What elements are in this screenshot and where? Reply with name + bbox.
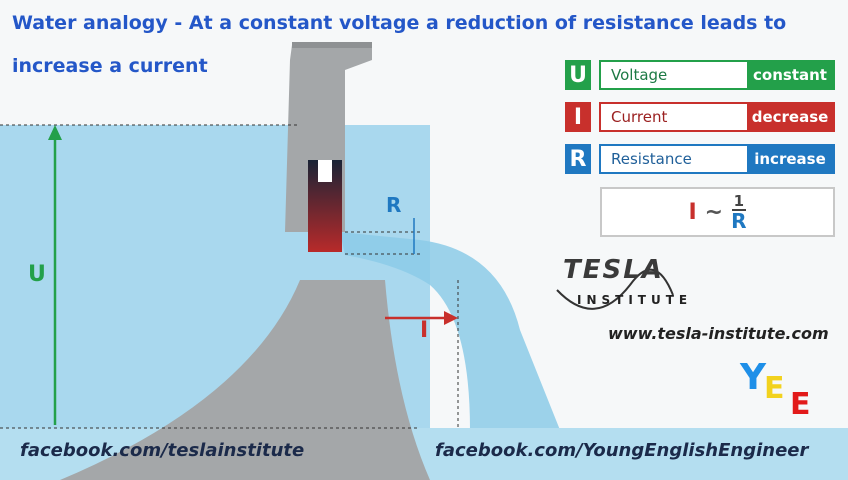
legend-symbol: I (565, 102, 591, 132)
water-stream (340, 232, 560, 430)
formula-op: ~ (704, 199, 724, 225)
logo-institute: INSTITUTE (577, 293, 693, 307)
formula-numerator: 1 (731, 191, 747, 211)
resistance-label: R (386, 193, 402, 217)
voltage-label: U (28, 262, 46, 287)
legend-state: constant (747, 62, 833, 88)
title-line-2: increase a current (12, 55, 208, 77)
current-label: I (420, 318, 429, 343)
legend-label: Current (611, 108, 668, 126)
title-line-1: Water analogy - At a constant voltage a … (12, 12, 787, 34)
dam-tower (285, 45, 372, 232)
legend-symbol: R (565, 144, 591, 174)
dam-base (60, 280, 430, 480)
legend-voltage: U Voltage constant (565, 60, 835, 90)
facebook-link-yee[interactable]: facebook.com/YoungEnglishEngineer (435, 440, 809, 461)
legend-state: decrease (747, 104, 833, 130)
formula-current: I (688, 199, 697, 225)
formula-denominator: R (731, 208, 747, 233)
tesla-logo: TESLA INSTITUTE (555, 255, 687, 315)
legend-label: Voltage (611, 66, 668, 84)
legend-state: increase (747, 146, 833, 172)
facebook-link-tesla[interactable]: facebook.com/teslainstitute (20, 440, 305, 461)
legend-current: I Current decrease (565, 102, 835, 132)
legend-label: Resistance (611, 150, 692, 168)
logo-tesla: TESLA (563, 255, 664, 285)
website[interactable]: www.tesla-institute.com (608, 324, 829, 343)
legend-resistance: R Resistance increase (565, 144, 835, 174)
legend-symbol: U (565, 60, 591, 90)
